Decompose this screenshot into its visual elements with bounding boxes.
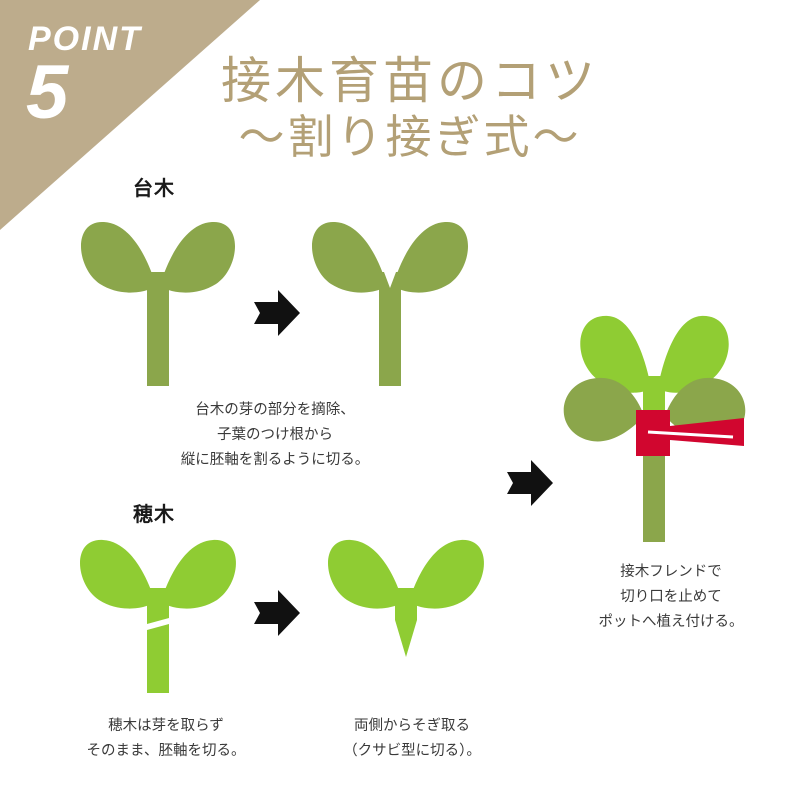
plant-scion-wedge — [318, 520, 498, 700]
point-badge: POINT 5 — [0, 0, 260, 230]
label-rootstock: 台木 — [133, 178, 175, 200]
grafting-clip-icon — [636, 410, 744, 456]
page-title: 接木育苗のコツ ～割り接ぎ式～ — [185, 52, 635, 165]
plant-scion-intact — [75, 520, 245, 700]
plant-grafted-with-clip — [548, 298, 763, 548]
title-line-2: ～割り接ぎ式～ — [238, 112, 582, 163]
caption-final-step: 接木フレンドで 切り口を止めて ポットへ植え付ける。 — [598, 564, 744, 630]
point-number: 5 — [26, 50, 69, 135]
point-label: POINT — [28, 20, 142, 58]
label-scion: 穂木 — [133, 504, 175, 526]
plant-rootstock-intact — [78, 200, 238, 395]
caption-wedge-step: 両側からそぎ取る （クサビ型に切る）。 — [343, 718, 481, 759]
caption-rootstock-step: 台木の芽の部分を摘除、 子葉のつけ根から 縦に胚軸を割るように切る。 — [180, 402, 370, 468]
plant-rootstock-split — [305, 200, 475, 395]
title-line-1: 接木育苗のコツ — [221, 53, 599, 109]
caption-scion-step: 穂木は芽を取らず そのまま、胚軸を切る。 — [86, 718, 246, 759]
grafted-scion-leaves — [580, 315, 729, 426]
